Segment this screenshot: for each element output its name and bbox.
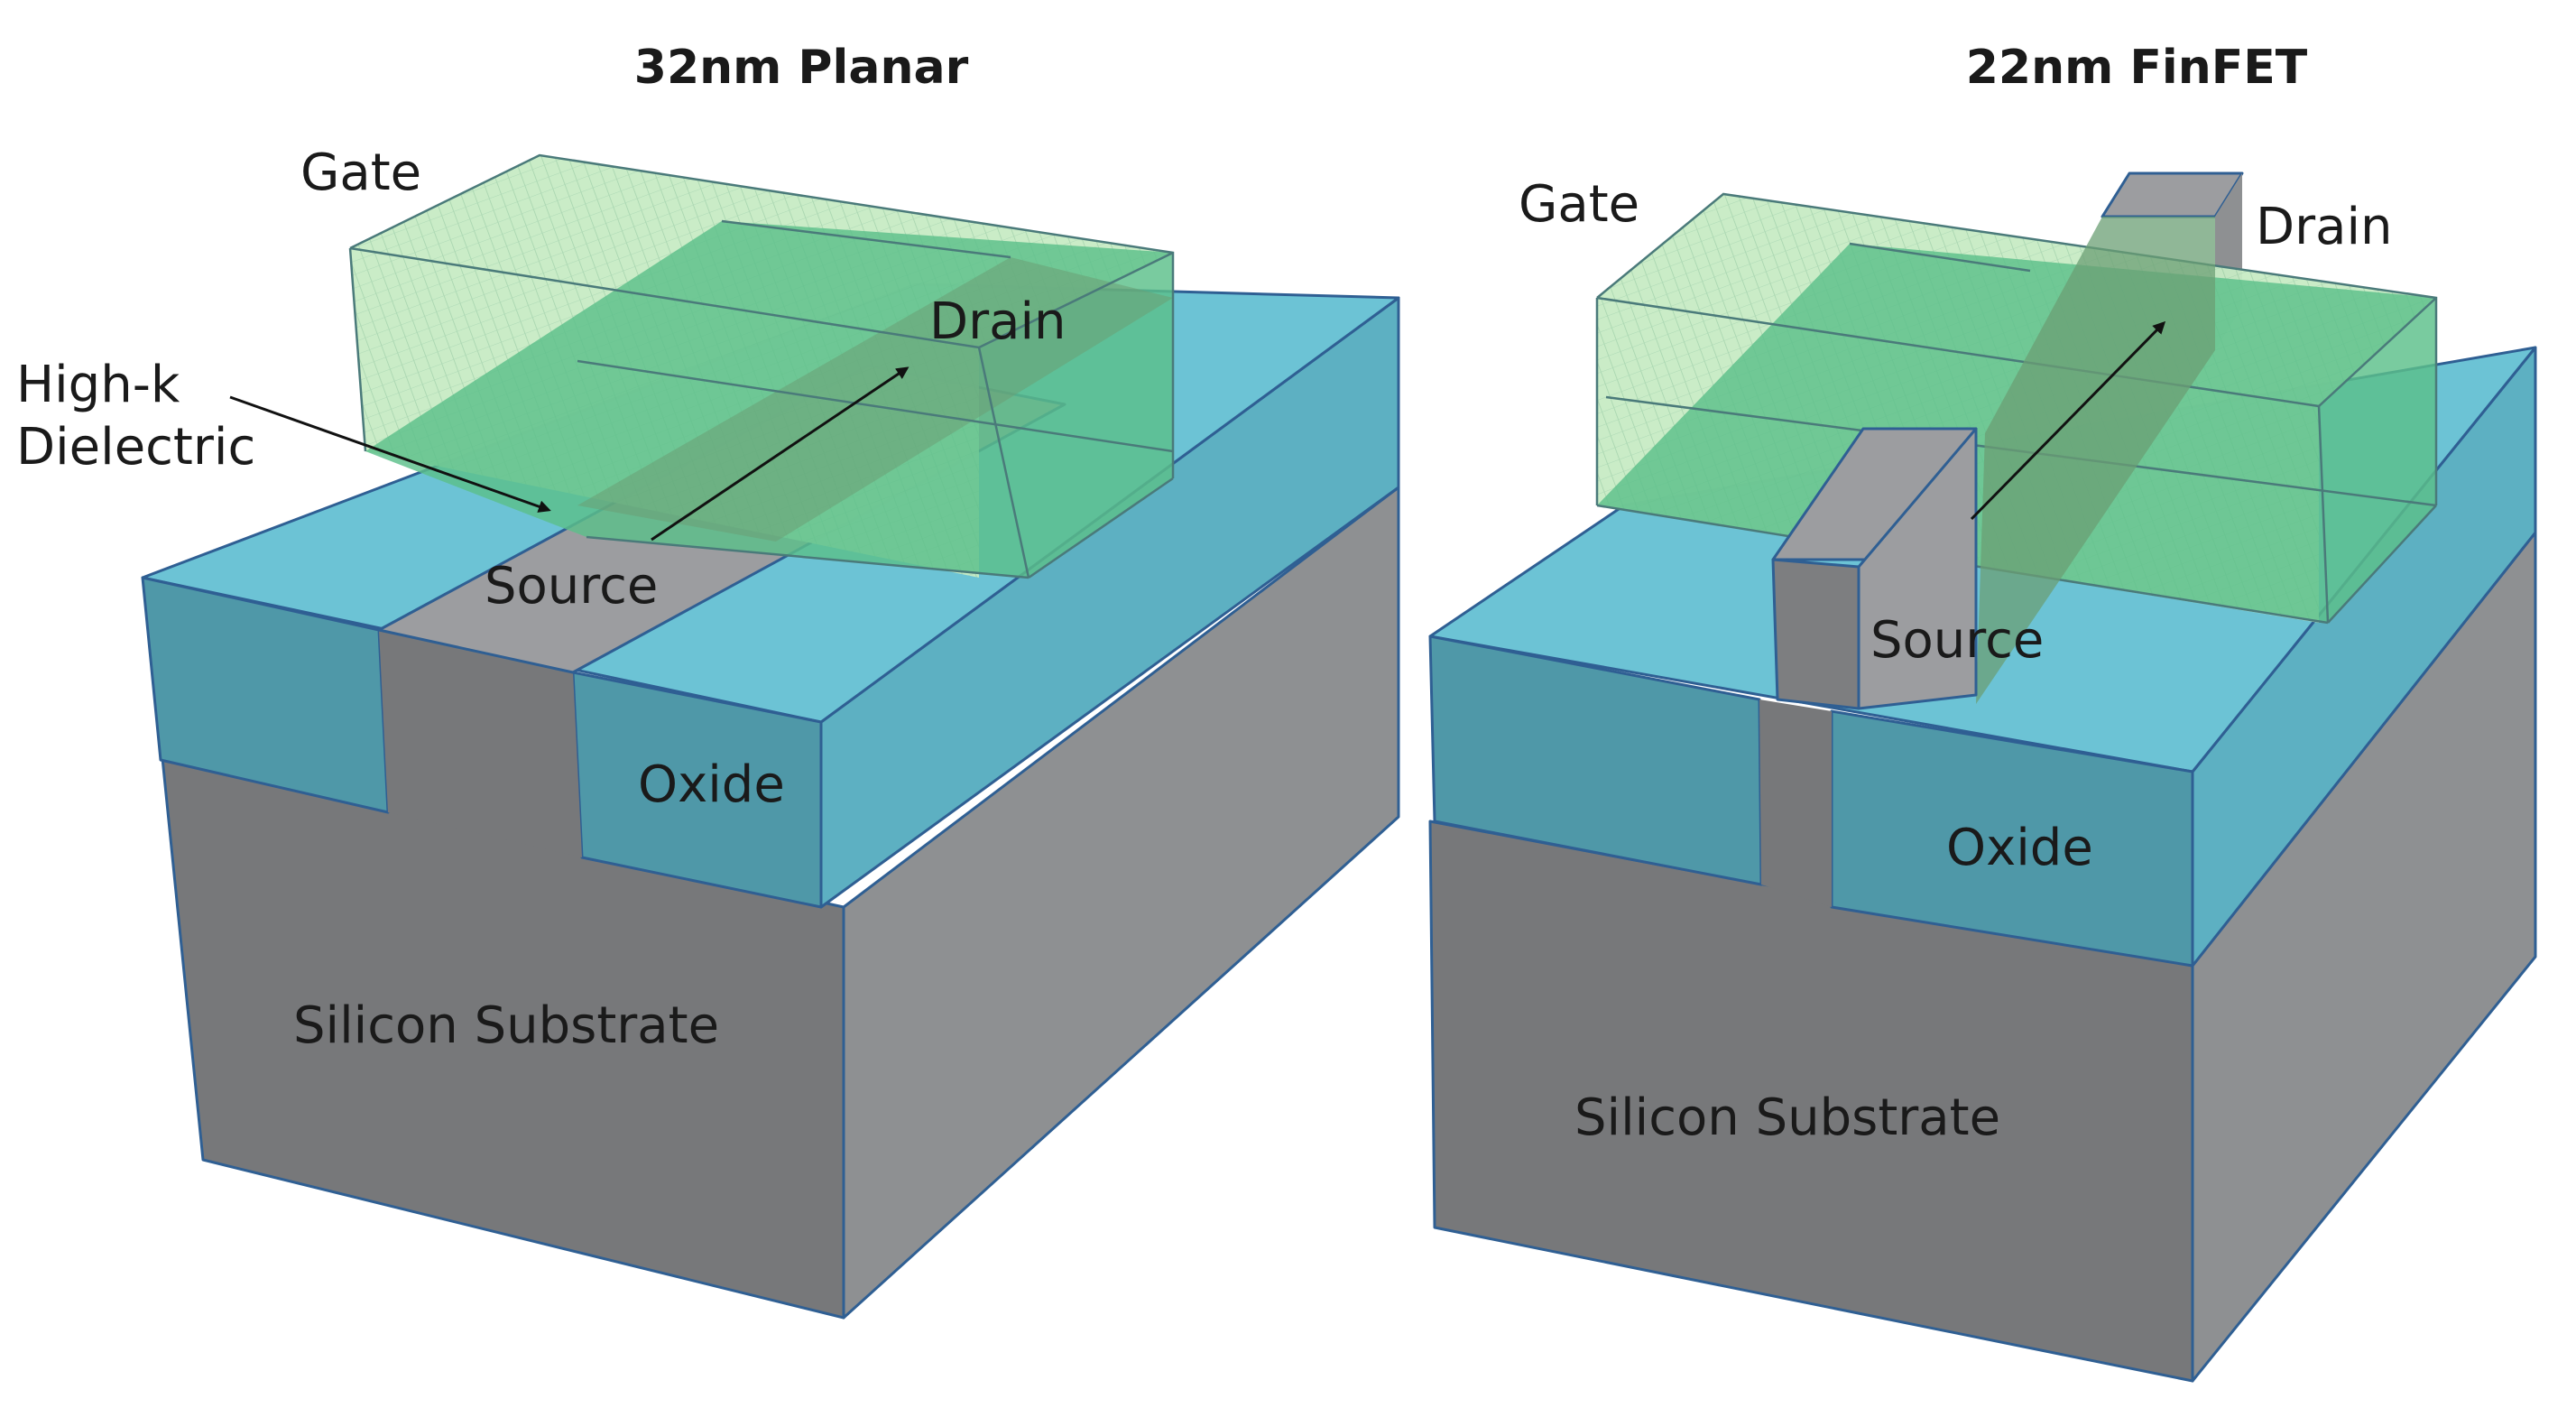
- planar-source-drain-arrow: [651, 366, 909, 542]
- planar-gate-channel-overlay: [577, 257, 1173, 542]
- planar-source-label: Source: [485, 557, 658, 616]
- finfet-transistor: 22nm FinFET Gate Drain Source Oxide Sili…: [1428, 41, 2537, 1383]
- planar-substrate-label: Silicon Substrate: [293, 996, 719, 1055]
- finfet-oxide-label: Oxide: [1946, 819, 2093, 877]
- planar-channel-trench: [379, 630, 582, 857]
- finfet-title: 22nm FinFET: [1966, 41, 2308, 95]
- finfet-drain-label: Drain: [2256, 198, 2393, 256]
- planar-gate-label: Gate: [300, 144, 421, 202]
- planar-oxide-front-right: [571, 671, 823, 909]
- finfet-source-label: Source: [1870, 611, 2044, 670]
- finfet-fin-side-face: [1857, 427, 1978, 710]
- planar-drain-label: Drain: [929, 292, 1066, 351]
- finfet-gate-label: Gate: [1519, 175, 1639, 234]
- planar-title: 32nm Planar: [634, 41, 969, 95]
- planar-transistor: 32nm Planar Gate High-k Dielectric Drain…: [16, 41, 1400, 1320]
- planar-dielectric-label-line2: Dielectric: [16, 418, 255, 477]
- finfet-fin-base: [1759, 699, 1832, 907]
- planar-dielectric-label-line1: High-k: [16, 356, 180, 414]
- finfet-fin-through-gate: [1976, 217, 2215, 704]
- planar-dielectric-arrow: [229, 395, 551, 513]
- planar-gate-outline: [348, 153, 1175, 579]
- planar-substrate-side: [842, 486, 1400, 1320]
- finfet-substrate-label: Silicon Substrate: [1574, 1088, 2000, 1147]
- planar-oxide-label: Oxide: [638, 755, 785, 814]
- finfet-source-drain-arrow: [1970, 320, 2166, 521]
- finfet-fin-front-face: [1771, 558, 1860, 710]
